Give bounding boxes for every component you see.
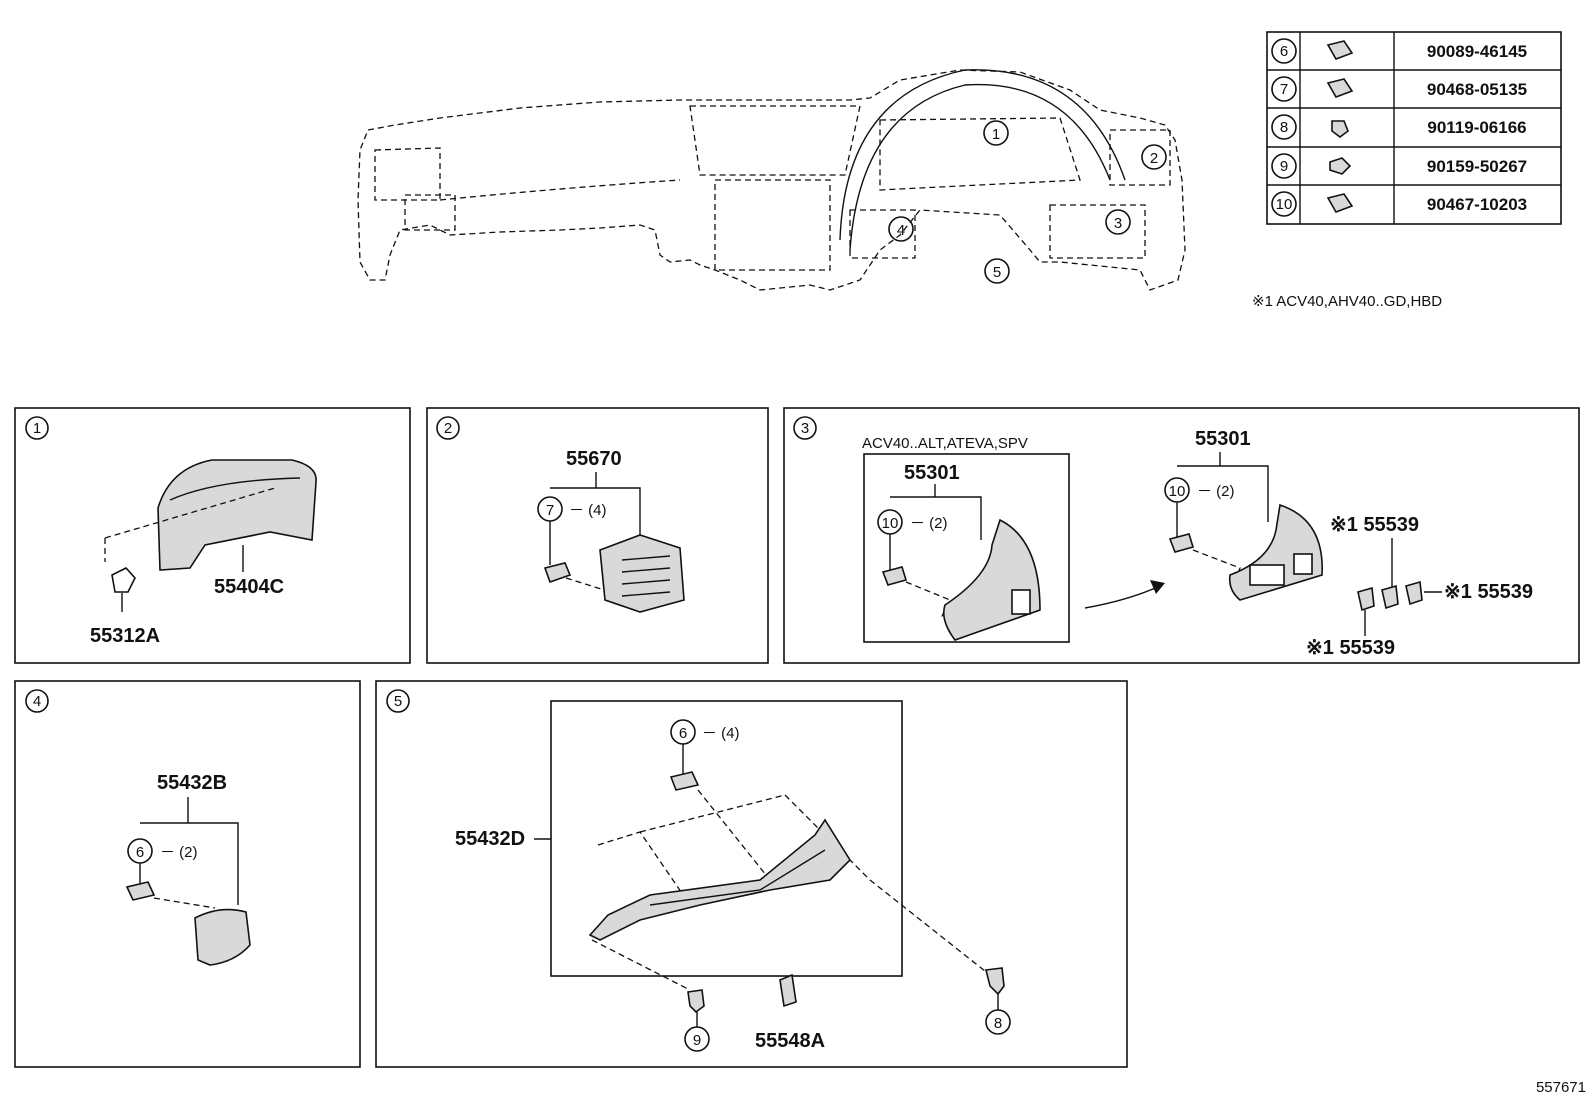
ref-callout-9: 9 xyxy=(693,1032,701,1049)
overview-callouts: 1 2 3 4 5 xyxy=(888,120,1167,284)
part-label-55432d: 55432D xyxy=(455,828,525,850)
panel-4-number: 4 xyxy=(33,693,41,710)
lower-cover-part-a xyxy=(942,518,1041,641)
table-part-number: 90468-05135 xyxy=(1427,80,1527,99)
overview-callout-5: 5 xyxy=(993,264,1001,281)
part-label-55312a: 55312A xyxy=(90,625,160,647)
panel-2-number: 2 xyxy=(444,420,452,437)
qty-label: － (2) xyxy=(160,844,198,861)
fastener-table: 6 90089-46145 7 90468-05135 8 90119-06166 9 901… xyxy=(1266,31,1562,225)
qty-label: － (4) xyxy=(702,725,740,742)
screw-icon xyxy=(1329,157,1352,175)
part-label-55301-b: 55301 xyxy=(1195,428,1251,450)
vent-part xyxy=(599,534,685,613)
ref-callout-10-b: 10 xyxy=(1169,483,1186,500)
part-label-55539-2: ※1 55539 xyxy=(1444,581,1533,603)
meter-hood-part xyxy=(157,459,317,571)
panel-5-number: 5 xyxy=(394,693,402,710)
table-callout-circle xyxy=(1271,191,1297,217)
clip-icon xyxy=(1326,78,1354,98)
panel-3-number: 3 xyxy=(801,420,809,437)
table-row-number: 9 xyxy=(1280,158,1288,175)
panel-4: 4 55432B 6 － (2) xyxy=(14,680,361,1068)
overview-callout-1: 1 xyxy=(992,126,1000,143)
table-callout-circle xyxy=(1271,38,1297,64)
panel-5: 5 55432D 6 － (4) 9 55548A 8 xyxy=(375,680,1128,1068)
part-label-55404c: 55404C xyxy=(214,576,284,598)
part-label-55432b: 55432B xyxy=(157,772,227,794)
ref-callout-8: 8 xyxy=(994,1015,1002,1032)
overview-callout-3: 3 xyxy=(1114,215,1122,232)
overview-callout-2: 2 xyxy=(1150,150,1158,167)
table-row-number: 7 xyxy=(1280,81,1288,98)
panel-1: 1 55404C 55312A xyxy=(14,407,411,664)
table-row-number: 8 xyxy=(1280,119,1288,136)
ref-callout-10-a: 10 xyxy=(882,515,899,532)
table-part-number: 90467-10203 xyxy=(1427,195,1527,214)
ref-callout-7: 7 xyxy=(546,502,554,519)
clip-part xyxy=(111,567,136,593)
part-label-55539-3: ※1 55539 xyxy=(1306,637,1395,659)
panel-3: 3 ACV40..ALT,ATEVA,SPV 55301 10 － (2) 55… xyxy=(783,407,1580,664)
side-cover-part xyxy=(194,908,251,966)
panel-1-number: 1 xyxy=(33,420,41,437)
table-callout-circle xyxy=(1271,153,1297,179)
clip-icon xyxy=(1326,193,1354,213)
part-label-55301-a: 55301 xyxy=(904,462,960,484)
part-label-55670: 55670 xyxy=(566,448,622,470)
table-row-number: 6 xyxy=(1280,43,1288,60)
clip-icon xyxy=(1326,40,1354,60)
diagram-code-text: 557671 xyxy=(1536,1079,1586,1096)
bolt-icon xyxy=(1331,120,1349,138)
overview-callout-4: 4 xyxy=(897,222,905,239)
variant-label: ACV40..ALT,ATEVA,SPV xyxy=(862,435,1028,452)
footnote-text: ※1 ACV40,AHV40..GD,HBD xyxy=(1252,293,1442,310)
qty-label: － (2) xyxy=(910,515,948,532)
dashboard-overview xyxy=(357,69,1186,291)
table-row-number: 10 xyxy=(1276,196,1293,213)
table-part-number: 90089-46145 xyxy=(1427,42,1527,61)
under-cover-part xyxy=(588,818,852,941)
table-part-number: 90119-06166 xyxy=(1427,118,1526,137)
table-callout-circle xyxy=(1271,76,1297,102)
part-label-55548a: 55548A xyxy=(755,1030,825,1052)
table-part-number: 90159-50267 xyxy=(1427,157,1527,176)
panel-2: 2 55670 7 － (4) xyxy=(426,407,769,664)
ref-callout-6: 6 xyxy=(679,725,687,742)
qty-label: － (2) xyxy=(1197,483,1235,500)
table-callout-circle xyxy=(1271,114,1297,140)
ref-callout-6: 6 xyxy=(136,844,144,861)
qty-label: － (4) xyxy=(569,502,607,519)
part-label-55539-1: ※1 55539 xyxy=(1330,514,1419,536)
